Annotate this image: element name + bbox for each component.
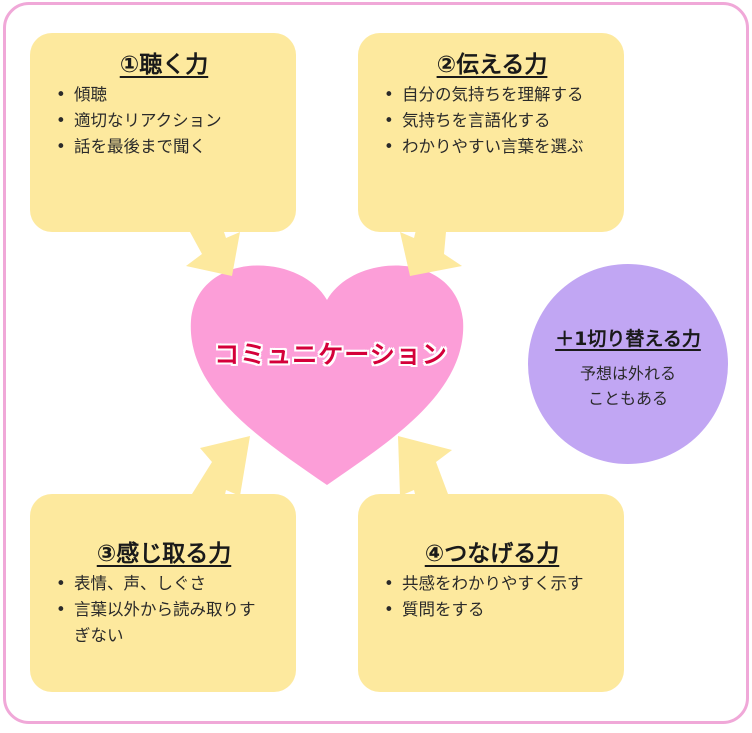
arrow-listen bbox=[186, 220, 240, 276]
skill-item: 共感をわかりやすく示す bbox=[382, 571, 624, 597]
skill-item: 適切なリアクション bbox=[54, 108, 296, 134]
skill-box-sense: ③感じ取る力 表情、声、しぐさ 言葉以外から読み取りす ぎない bbox=[30, 494, 296, 692]
skill-item: 傾聴 bbox=[54, 82, 296, 108]
skill-item: 気持ちを言語化する bbox=[382, 108, 624, 134]
arrow-connect bbox=[398, 436, 452, 506]
heart-shape bbox=[190, 265, 464, 485]
skill-title: ③感じ取る力 bbox=[96, 541, 232, 567]
extra-skill-line: こともある bbox=[587, 389, 668, 408]
skill-item: 話を最後まで聞く bbox=[54, 134, 296, 160]
skill-item-continued: ぎない bbox=[74, 626, 124, 645]
skill-box-listen: ①聴く力 傾聴 適切なリアクション 話を最後まで聞く bbox=[30, 33, 296, 232]
skill-title: ④つなげる力 bbox=[424, 541, 560, 567]
skill-title: ②伝える力 bbox=[436, 52, 548, 78]
arrow-convey bbox=[400, 222, 462, 276]
skill-item: わかりやすい言葉を選ぶ bbox=[382, 134, 624, 160]
skill-item: 表情、声、しぐさ bbox=[54, 571, 296, 597]
extra-skill-title: ＋1切り替える力 bbox=[555, 328, 701, 350]
center-label: コミュニケーション bbox=[214, 340, 448, 369]
extra-skill-circle: ＋1切り替える力 予想は外れる こともある bbox=[528, 264, 728, 464]
arrow-sense bbox=[192, 436, 250, 508]
skill-box-connect: ④つなげる力 共感をわかりやすく示す 質問をする bbox=[358, 494, 624, 692]
skill-box-convey: ②伝える力 自分の気持ちを理解する 気持ちを言語化する わかりやすい言葉を選ぶ bbox=[358, 33, 624, 232]
skill-item: 自分の気持ちを理解する bbox=[382, 82, 624, 108]
skill-title: ①聴く力 bbox=[119, 52, 209, 78]
skill-item: 質問をする bbox=[382, 597, 624, 623]
skill-item: 言葉以外から読み取りす bbox=[54, 597, 296, 623]
extra-skill-line: 予想は外れる bbox=[579, 364, 676, 383]
